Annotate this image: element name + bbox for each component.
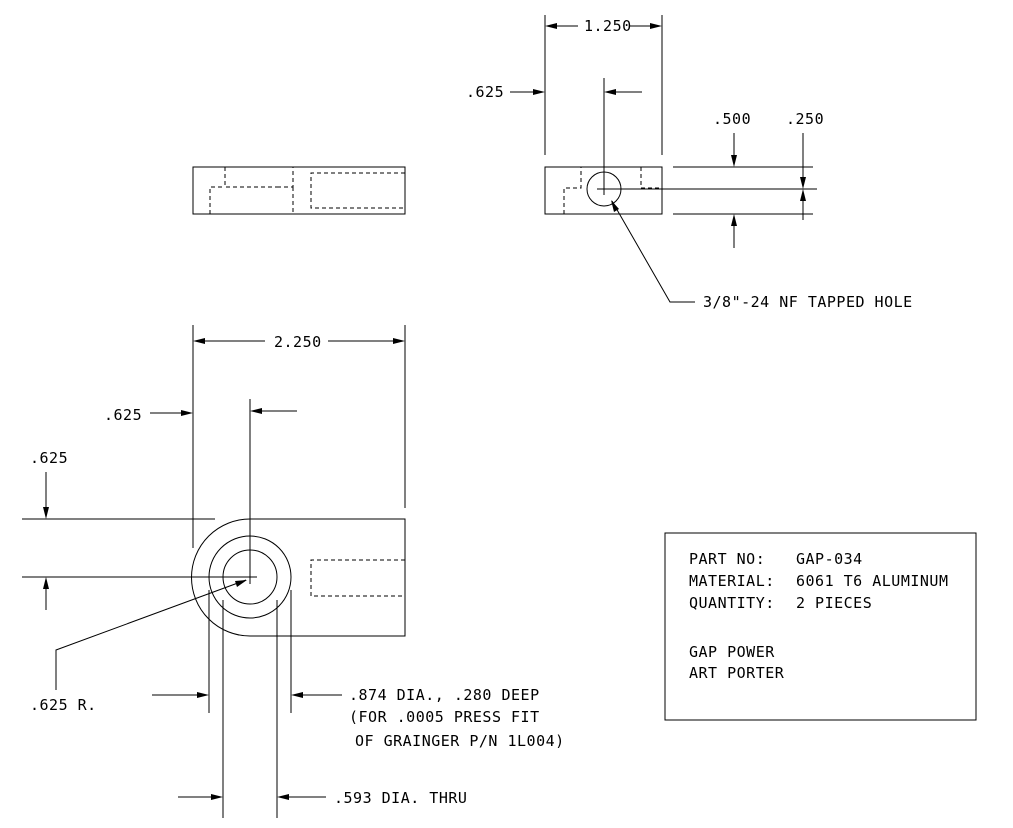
- material-value: 6061 T6 ALUMINUM: [796, 572, 949, 590]
- dim-625-x-label: .625: [104, 406, 142, 424]
- dim-2250-label: 2.250: [274, 333, 322, 351]
- side-view: 1.250 .625 .500 .250 3/8"-24 NF TAPPED H…: [466, 15, 913, 311]
- arrow-625-side-left: [533, 89, 545, 95]
- arrow-tapped-hole: [611, 200, 619, 212]
- tapped-hole-label: 3/8"-24 NF TAPPED HOLE: [703, 293, 913, 311]
- arrow-1250-right: [650, 23, 662, 29]
- front-view-outline: [193, 167, 405, 214]
- title-block: PART NO: GAP-034 MATERIAL: 6061 T6 ALUMI…: [665, 533, 976, 720]
- arrow-2250-left: [193, 338, 205, 344]
- counterbore-label-1: .874 DIA., .280 DEEP: [349, 686, 540, 704]
- dim-500-label: .500: [713, 110, 751, 128]
- arrow-500-bottom: [731, 214, 737, 226]
- dim-1250-label: 1.250: [584, 17, 632, 35]
- quantity-value: 2 PIECES: [796, 594, 872, 612]
- radius-label: .625 R.: [30, 696, 97, 714]
- arrow-874-left: [197, 692, 209, 698]
- counterbore-label-2: (FOR .0005 PRESS FIT: [349, 708, 540, 726]
- author-name: ART PORTER: [689, 664, 785, 682]
- arrow-1250-left: [545, 23, 557, 29]
- tapped-hole-leader: [612, 201, 695, 302]
- company-name: GAP POWER: [689, 643, 775, 661]
- front-view-hidden-counterbore-right: [277, 167, 293, 187]
- title-block-border: [665, 533, 976, 720]
- material-label: MATERIAL:: [689, 572, 775, 590]
- front-view-hidden-tapped-hole: [311, 173, 405, 208]
- dim-250-label: .250: [786, 110, 824, 128]
- top-view: 2.250 .625 .625 .625 R. .874 DIA., .280 …: [22, 325, 565, 818]
- dim-625-side-label: .625: [466, 83, 504, 101]
- front-view: [193, 167, 405, 214]
- arrow-250-top: [800, 177, 806, 189]
- arrow-625-x-right: [250, 408, 262, 414]
- counterbore-label-3: OF GRAINGER P/N 1L004): [355, 732, 565, 750]
- quantity-label: QUANTITY:: [689, 594, 775, 612]
- radius-leader: [56, 580, 246, 690]
- part-no-label: PART NO:: [689, 550, 765, 568]
- arrow-625-y-top: [43, 507, 49, 519]
- arrow-874-right: [291, 692, 303, 698]
- top-view-outline: [192, 519, 406, 636]
- arrow-625-x-left: [181, 410, 193, 416]
- side-view-hidden-left: [564, 167, 581, 214]
- arrow-625-side-right: [604, 89, 616, 95]
- front-view-hidden-counterbore: [225, 167, 277, 187]
- dim-625-y-label: .625: [30, 449, 68, 467]
- arrow-593-left: [211, 794, 223, 800]
- part-no-value: GAP-034: [796, 550, 863, 568]
- top-view-hidden-tapped-hole: [311, 560, 405, 596]
- front-view-hidden-thru-hole: [210, 187, 225, 214]
- arrow-593-right: [277, 794, 289, 800]
- arrow-2250-right: [393, 338, 405, 344]
- arrow-500-top: [731, 155, 737, 167]
- arrow-radius: [235, 580, 247, 587]
- arrow-625-y-bottom: [43, 577, 49, 589]
- thru-hole-label: .593 DIA. THRU: [334, 789, 467, 807]
- arrow-250-bottom: [800, 189, 806, 201]
- side-view-hidden-right: [641, 167, 662, 188]
